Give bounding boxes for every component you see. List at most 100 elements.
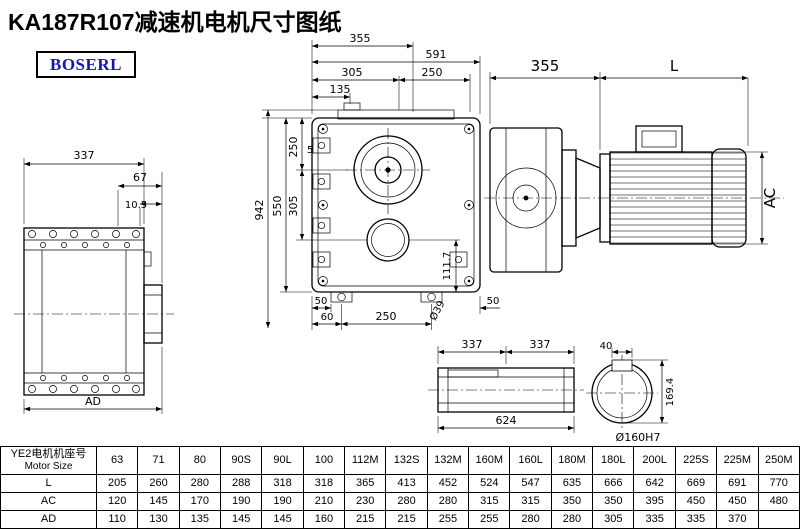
bore-detail: 40 169.4 Ø160H7	[586, 341, 676, 444]
dim-front-50-bl: 50	[315, 296, 328, 307]
dim-front-550: 550	[271, 196, 284, 217]
dim-value-cell: 413	[385, 474, 428, 493]
dim-value-cell: 318	[302, 474, 346, 493]
motor-size-header: YE2电机机座号 Motor Size	[0, 446, 97, 475]
dim-value-cell: 370	[716, 510, 759, 529]
dim-value-cell: 210	[302, 492, 346, 511]
dim-value-cell: 691	[716, 474, 759, 493]
dim-front-591: 591	[426, 48, 447, 61]
dim-value-cell: 215	[385, 510, 428, 529]
dim-value-cell: 642	[633, 474, 676, 493]
dim-value-cell: 335	[633, 510, 676, 529]
dim-value-cell: 205	[95, 474, 139, 493]
dim-front-250-bottom: 250	[376, 310, 397, 323]
dim-value-cell: 524	[468, 474, 511, 493]
dim-value-cell: 255	[468, 510, 511, 529]
front-view: 355 591 305 250 135 250 5 305 550 942 11…	[253, 32, 500, 330]
dim-value-cell: 365	[344, 474, 387, 493]
dim-front-355: 355	[350, 32, 371, 45]
dim-value-cell	[757, 510, 800, 529]
motor-size-cell: 180M	[550, 446, 594, 475]
keyway	[611, 359, 633, 372]
motor-body	[609, 151, 713, 245]
shaft-detail: 337 337 624	[428, 338, 584, 433]
dim-asm-l: L	[670, 57, 679, 75]
dim-shaft-337-left: 337	[462, 338, 483, 351]
corner-screws	[318, 124, 474, 286]
dim-front-250-left: 250	[287, 137, 300, 158]
dim-value-cell: 255	[426, 510, 470, 529]
dim-bore-169-4: 169.4	[665, 378, 676, 407]
motor-size-cell: 225S	[674, 446, 718, 475]
dim-value-cell: 215	[344, 510, 387, 529]
dim-value-cell: 135	[178, 510, 222, 529]
motor-size-cell: 80	[178, 446, 222, 475]
flange-bolt-holes	[28, 230, 140, 393]
motor-size-cell: 180L	[592, 446, 635, 475]
dim-value-cell: 288	[220, 474, 263, 493]
motor-size-header-en: Motor Size	[24, 461, 73, 473]
motor-size-cell: 71	[137, 446, 180, 475]
row-label: AC	[0, 492, 97, 511]
dim-value-cell: 305	[592, 510, 635, 529]
dim-value-cell: 335	[674, 510, 718, 529]
motor-size-cell: 90L	[261, 446, 304, 475]
dim-front-942: 942	[253, 200, 266, 221]
motor-size-header-cn: YE2电机机座号	[10, 448, 87, 461]
dim-value-cell: 130	[137, 510, 180, 529]
row-label: L	[0, 474, 97, 493]
fan-cowl	[711, 148, 747, 248]
dim-value-cell: 280	[509, 510, 552, 529]
boserl-logo: BOSERL	[36, 51, 136, 78]
technical-drawing: 337 67 10.5 AD	[14, 32, 784, 444]
dim-side-10-5: 10.5	[125, 200, 147, 211]
mounting-pads	[312, 137, 468, 303]
side-view: 337 67 10.5 AD	[14, 149, 174, 414]
dim-front-135: 135	[330, 83, 351, 96]
motor-size-cell: 100	[302, 446, 346, 475]
dim-value-cell: 280	[385, 492, 428, 511]
dim-value-cell: 120	[95, 492, 139, 511]
dim-side-67: 67	[133, 171, 147, 184]
dim-bore-dia: Ø160H7	[616, 431, 661, 444]
motor-size-cell: 250M	[757, 446, 800, 475]
motor-size-cell: 160L	[509, 446, 552, 475]
motor-size-cell: 225M	[716, 446, 759, 475]
dim-bore-40: 40	[600, 341, 613, 352]
dim-front-5: 5	[307, 145, 313, 156]
assembly-view: 355 L AC	[484, 57, 784, 273]
dim-value-cell: 547	[509, 474, 552, 493]
dim-value-cell: 452	[426, 474, 470, 493]
dim-value-cell: 190	[220, 492, 263, 511]
boserl-logo-text: BOSERL	[50, 54, 122, 74]
dim-value-cell: 280	[178, 474, 222, 493]
dim-shaft-337-right: 337	[530, 338, 551, 351]
motor-size-cell: 63	[95, 446, 139, 475]
dim-value-cell: 395	[633, 492, 676, 511]
page-title: KA187R107减速机电机尺寸图纸	[8, 9, 342, 35]
dim-asm-ac: AC	[761, 188, 779, 208]
dim-asm-355: 355	[531, 57, 560, 75]
row-label: AD	[0, 510, 97, 529]
dim-value-cell: 315	[509, 492, 552, 511]
dim-value-cell: 145	[137, 492, 180, 511]
dim-front-50-br: 50	[487, 296, 500, 307]
dim-value-cell: 280	[550, 510, 594, 529]
terminal-box	[635, 125, 683, 153]
dim-value-cell: 170	[178, 492, 222, 511]
dim-side-337: 337	[74, 149, 95, 162]
dim-value-cell: 666	[592, 474, 635, 493]
motor-size-cell: 132S	[385, 446, 428, 475]
dim-value-cell: 669	[674, 474, 718, 493]
dim-value-cell: 145	[261, 510, 304, 529]
dim-shaft-624: 624	[496, 414, 517, 427]
dim-value-cell: 480	[757, 492, 800, 511]
motor-size-cell: 200L	[633, 446, 676, 475]
dim-value-cell: 350	[550, 492, 594, 511]
dim-value-cell: 230	[344, 492, 387, 511]
dim-front-305-left: 305	[287, 196, 300, 217]
